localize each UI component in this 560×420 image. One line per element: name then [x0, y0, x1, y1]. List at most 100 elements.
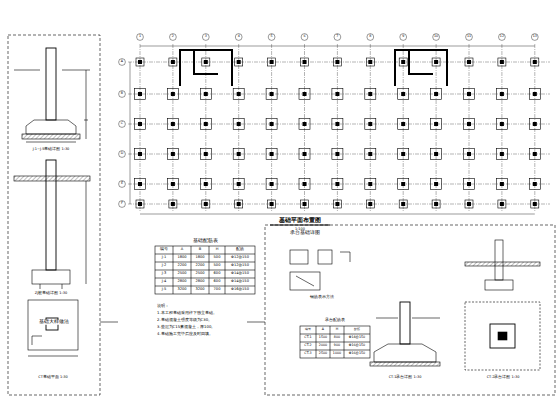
axis-line	[469, 44, 470, 212]
table-cell: 500	[214, 256, 221, 260]
axis-label: F	[121, 202, 123, 205]
note-text: 4.基础施工完毕后应及时回填。	[157, 332, 213, 336]
axis-bubble	[119, 121, 126, 128]
footing-symbol	[332, 119, 343, 130]
axis-bubble	[170, 34, 177, 41]
axis-bubble	[301, 34, 308, 41]
axis-line	[304, 44, 305, 212]
axis-label: 8	[369, 35, 371, 38]
footing-symbol	[366, 58, 374, 66]
axis-label: 1	[139, 35, 141, 38]
table-cell: Φ12@150	[231, 264, 249, 268]
footing-symbol	[366, 200, 374, 208]
footing-symbol	[301, 200, 309, 208]
footing-symbol	[266, 149, 277, 160]
footing-symbol	[266, 119, 277, 130]
footing-symbol	[365, 179, 376, 190]
table-cell: 编号	[305, 328, 311, 331]
footing-symbol	[496, 119, 507, 130]
footing-symbol	[266, 179, 277, 190]
note-text: 钢筋表示方法	[310, 296, 334, 300]
axis-bubble	[202, 34, 209, 41]
footing-symbol	[235, 200, 243, 208]
footing-symbol	[464, 179, 475, 190]
footing-symbol	[135, 119, 146, 130]
footing-symbol	[299, 179, 310, 190]
table-cell: CT-1	[304, 336, 311, 339]
footing-section	[14, 48, 90, 142]
dimension-line	[140, 214, 535, 215]
axis-label: 2	[172, 35, 174, 38]
footing-symbol	[399, 58, 407, 66]
axis-bubble	[119, 91, 126, 98]
axis-bubble	[531, 34, 538, 41]
axis-bubble	[119, 151, 126, 158]
footing-symbol	[432, 200, 440, 208]
footing-symbol	[332, 149, 343, 160]
footing-symbol	[169, 58, 177, 66]
table-cell: 1800	[195, 256, 204, 260]
footing-symbol	[233, 149, 244, 160]
note-text: J-1~J-5基础详图 1:30	[33, 148, 70, 152]
axis-label: 1:100	[295, 228, 305, 232]
footing-symbol	[169, 200, 177, 208]
footing-symbol	[200, 149, 211, 160]
note-text: 1.本工程基础采用柱下独立基础。	[157, 311, 217, 315]
footing-symbol	[200, 119, 211, 130]
axis-bubble	[119, 201, 126, 208]
table-cell: 1800	[177, 256, 186, 260]
footing-symbol	[398, 89, 409, 100]
note-text: 3.垫层为C15素混凝土，厚100。	[157, 325, 215, 329]
axis-label: 13	[533, 35, 537, 38]
note-text: CT-1承台详图 1:30	[389, 376, 422, 380]
table-cell: J-1	[162, 256, 167, 260]
table-cell: 700	[214, 288, 221, 292]
table-cell: 配筋	[236, 248, 244, 252]
footing-symbol	[431, 179, 442, 190]
footing-symbol	[266, 89, 277, 100]
table-cell: 800	[334, 336, 340, 339]
axis-line	[501, 44, 502, 212]
axis-label: 5	[271, 35, 273, 38]
note-text: CT-2承台详图 1:30	[487, 376, 520, 380]
note-text: ZJ桩基础详图 1:30	[35, 292, 67, 296]
table-cell: 2200	[195, 264, 204, 268]
rebar-sketch	[290, 250, 350, 290]
table-cell: Φ14@150	[231, 280, 249, 284]
footing-symbol	[498, 58, 506, 66]
axis-line	[205, 44, 206, 212]
footing-symbol	[301, 58, 309, 66]
table-grid	[300, 326, 370, 358]
footing-symbol	[233, 179, 244, 190]
axis-label: 3	[205, 35, 207, 38]
footing-symbol	[167, 149, 178, 160]
table-cell: Φ16@150	[349, 344, 365, 347]
table-cell: J-3	[162, 272, 167, 276]
table-cell: 600	[214, 272, 221, 276]
axis-bubble	[334, 34, 341, 41]
footing-symbol	[233, 119, 244, 130]
footing-symbol	[167, 119, 178, 130]
footing-symbol	[332, 179, 343, 190]
axis-line	[140, 44, 141, 212]
ground-detail	[465, 240, 540, 290]
table-cell: 2500	[177, 272, 186, 276]
table-cell: 3200	[195, 288, 204, 292]
table-cell: A	[181, 248, 183, 252]
footing-symbol	[202, 58, 210, 66]
footing-symbol	[299, 119, 310, 130]
table-cell: Φ14@150	[231, 272, 249, 276]
table-cell: Φ16@150	[349, 352, 365, 355]
axis-label: 10	[434, 35, 438, 38]
table-cell: 2500	[319, 352, 327, 355]
axis-line	[534, 44, 535, 212]
footing-symbol	[332, 89, 343, 100]
footing-symbol	[529, 119, 540, 130]
axis-label: 11	[467, 35, 471, 38]
table-cell: H	[336, 328, 338, 331]
table-cell: A	[322, 328, 324, 331]
footing-plan	[28, 300, 78, 356]
table-cell: 2200	[177, 264, 186, 268]
footing-symbol	[398, 149, 409, 160]
